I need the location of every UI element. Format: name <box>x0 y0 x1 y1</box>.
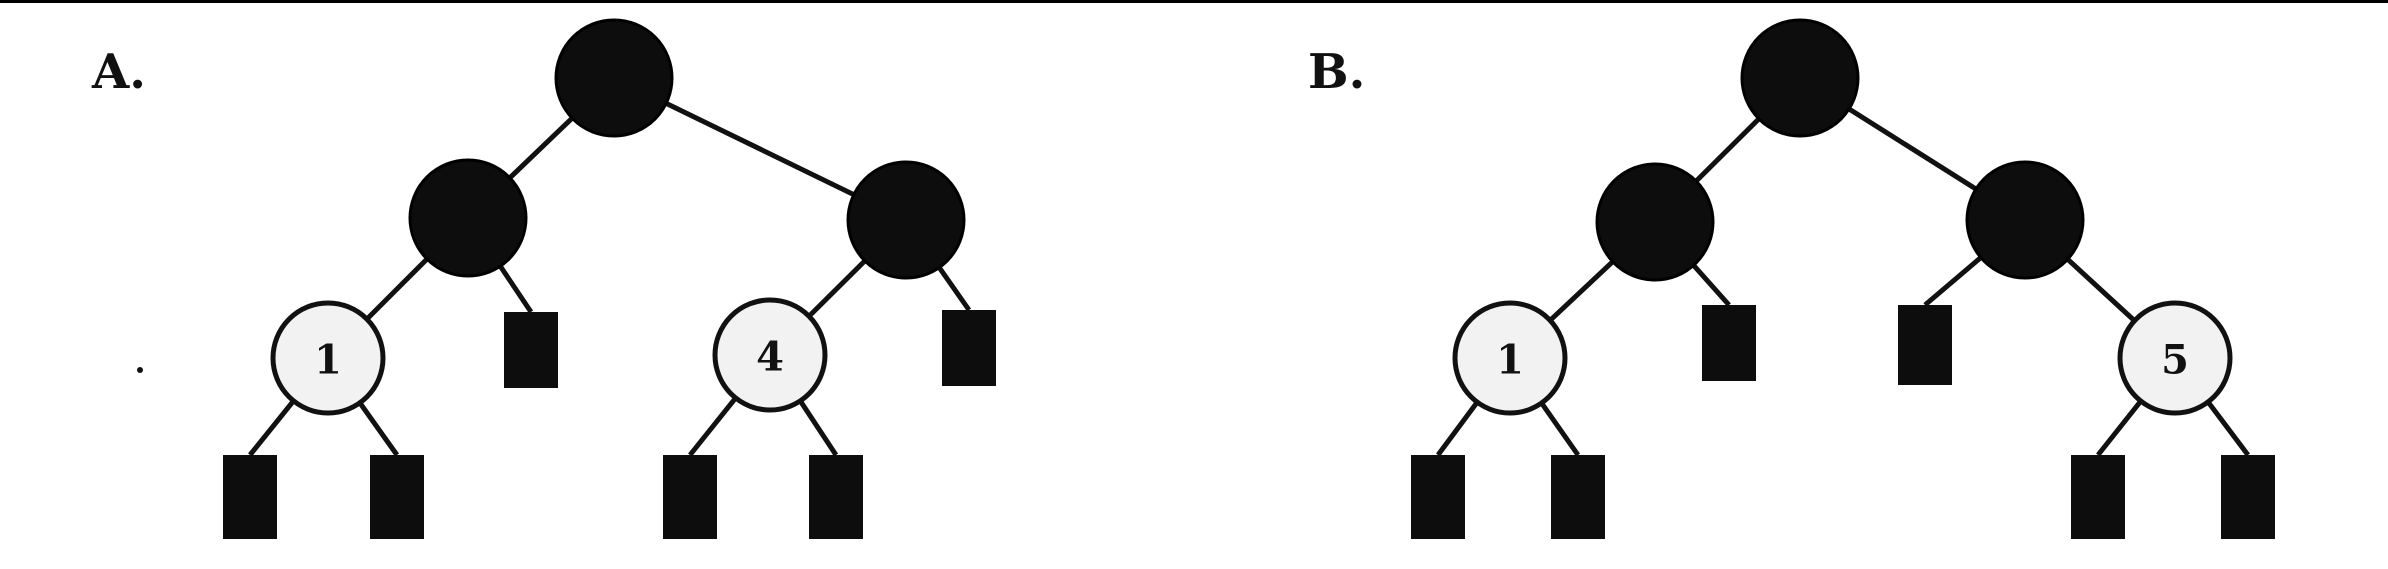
black-node <box>1740 18 1860 138</box>
panel-a-label: A. <box>91 44 146 100</box>
red-node-label: 1 <box>314 337 342 384</box>
black-node <box>1965 160 2085 280</box>
black-node <box>408 158 528 278</box>
leaf-node <box>1898 305 1952 385</box>
black-node <box>1595 162 1715 282</box>
leaf-node <box>942 310 996 386</box>
red-node: 4 <box>712 297 828 413</box>
panel-b: B. 1 5 <box>1308 18 2275 539</box>
red-node: 1 <box>1452 300 1568 416</box>
leaf-node <box>663 455 717 539</box>
leaf-node <box>1551 455 1605 539</box>
panel-b-edges <box>1435 75 2250 457</box>
stray-mark <box>137 367 143 373</box>
leaf-node <box>809 455 863 539</box>
red-node-label: 4 <box>756 334 784 381</box>
leaf-node <box>2071 455 2125 539</box>
leaf-node <box>2221 455 2275 539</box>
leaf-node <box>1702 305 1756 381</box>
leaf-node <box>1411 455 1465 539</box>
red-node: 1 <box>270 300 386 416</box>
top-border-line <box>0 0 2388 3</box>
red-node-label: 1 <box>1496 337 1524 384</box>
red-node: 5 <box>2117 300 2233 416</box>
leaf-node <box>223 455 277 539</box>
black-node <box>554 18 674 138</box>
panel-b-label: B. <box>1308 44 1365 100</box>
leaf-node <box>370 455 424 539</box>
black-node <box>846 160 966 280</box>
leaf-node <box>504 312 558 388</box>
panel-a: A. 1 4 <box>91 18 996 539</box>
red-node-label: 5 <box>2161 337 2189 384</box>
